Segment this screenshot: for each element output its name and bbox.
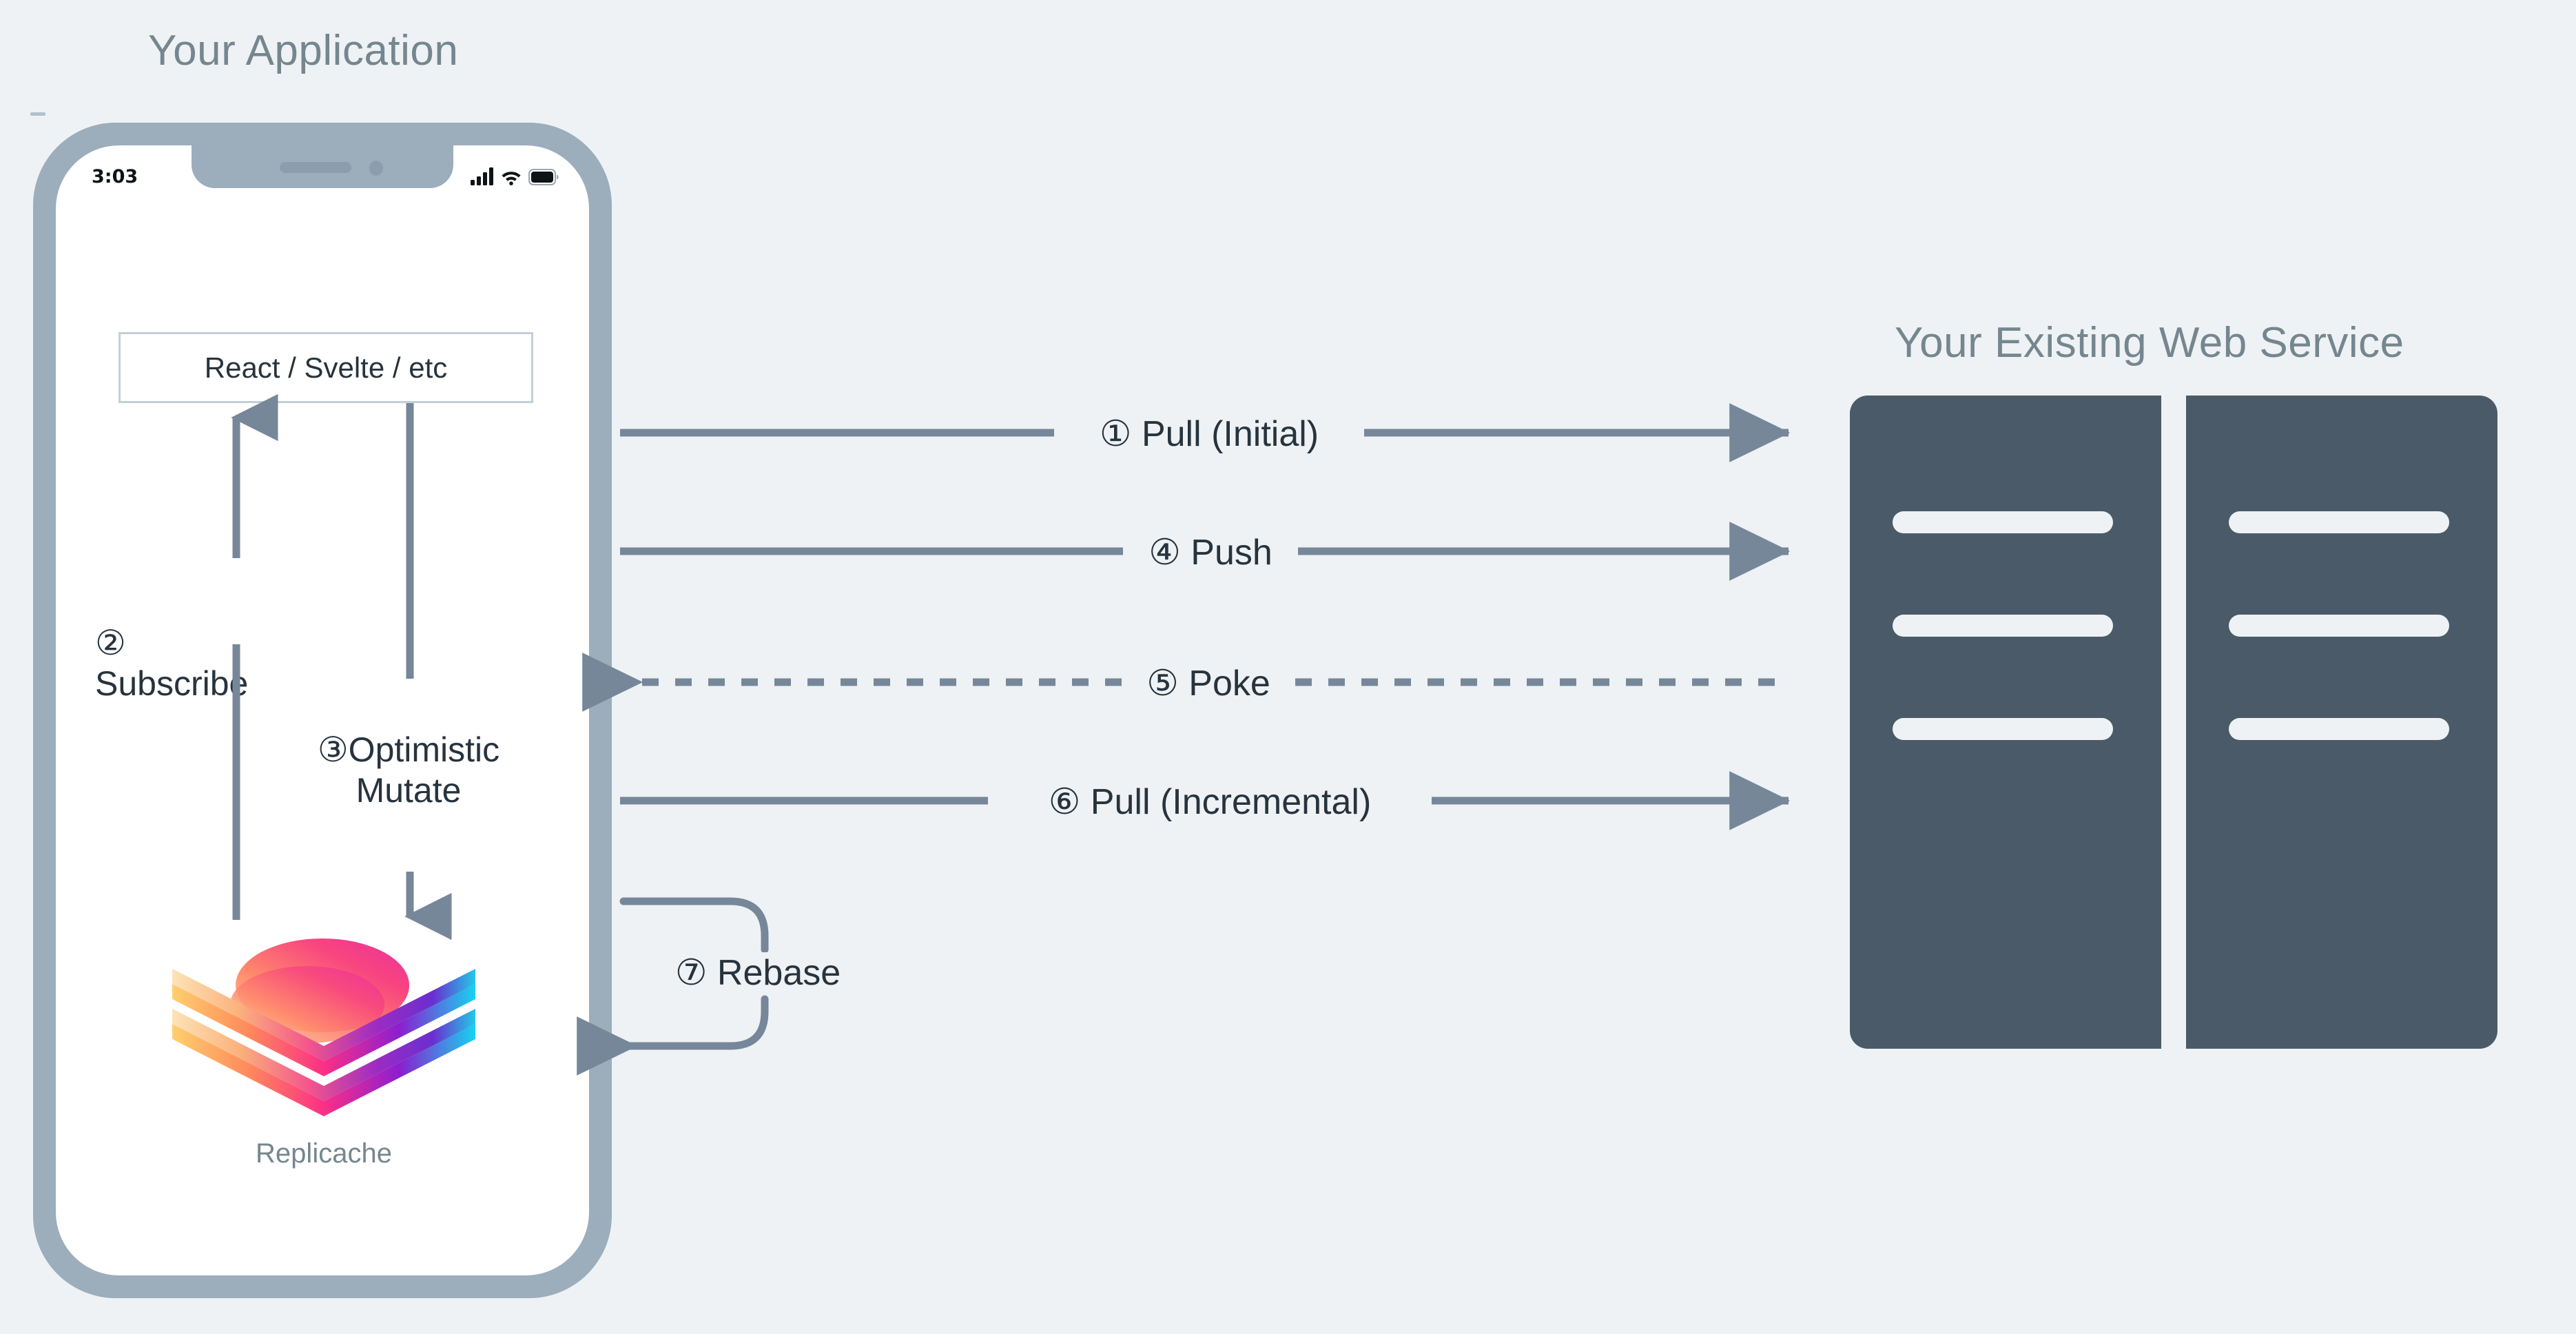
step-label-subscribe: ② Subscribe <box>95 582 248 704</box>
flow-number-4: ④ <box>1148 533 1181 573</box>
rack-bar <box>1893 718 2113 740</box>
cellular-signal-icon <box>471 167 493 185</box>
rack-bar <box>2229 511 2449 533</box>
rack-bar <box>1893 511 2113 533</box>
flow-number-7: ⑦ <box>674 953 708 993</box>
rack-bar <box>1893 615 2113 637</box>
rack-bar <box>2229 615 2449 637</box>
server-rack-right <box>2186 396 2497 1049</box>
flow-label-pull-initial: ① Pull (Initial) <box>1092 413 1326 455</box>
step-text-optimistic-mutate: Optimistic Mutate <box>348 730 500 810</box>
notch-hairline-marker <box>30 112 45 116</box>
earpiece-speaker-icon <box>280 162 351 173</box>
wifi-icon <box>502 172 521 185</box>
flow-text-pull-initial: Pull (Initial) <box>1141 414 1319 454</box>
flow-text-pull-incremental: Pull (Incremental) <box>1090 782 1372 822</box>
status-bar-icons <box>471 165 559 185</box>
flow-label-rebase: ⑦ Rebase <box>668 952 848 994</box>
flow-label-push: ④ Push <box>1142 532 1279 573</box>
flow-text-push: Push <box>1191 533 1272 573</box>
web-service-racks <box>1850 396 2497 1049</box>
your-application-title: Your Application <box>148 27 459 74</box>
phone-notch <box>192 145 453 188</box>
replicache-layers-logo <box>172 929 475 1142</box>
step-label-optimistic-mutate: ③Optimistic Mutate <box>264 689 553 811</box>
flow-label-pull-incremental: ⑥ Pull (Incremental) <box>1041 781 1379 823</box>
replicache-caption: Replicache <box>256 1138 392 1169</box>
status-bar-time: 3:03 <box>92 166 138 187</box>
flow-number-5: ⑤ <box>1146 664 1179 704</box>
your-existing-web-service-title: Your Existing Web Service <box>1895 319 2404 367</box>
step-text-subscribe: Subscribe <box>95 664 249 703</box>
flow-text-poke: Poke <box>1188 664 1270 704</box>
rack-bar <box>2229 718 2449 740</box>
flow-number-6: ⑥ <box>1048 782 1081 822</box>
flow-text-rebase: Rebase <box>717 953 841 993</box>
framework-box-label: React / Svelte / etc <box>204 351 448 384</box>
step-number-2: ② <box>95 624 126 662</box>
flow-label-poke: ⑤ Poke <box>1140 663 1277 704</box>
server-rack-left <box>1850 396 2161 1049</box>
step-number-3: ③ <box>317 730 349 769</box>
flow-number-1: ① <box>1099 414 1132 454</box>
framework-box[interactable]: React / Svelte / etc <box>119 332 533 403</box>
battery-icon <box>528 169 559 185</box>
front-camera-icon <box>369 161 383 176</box>
